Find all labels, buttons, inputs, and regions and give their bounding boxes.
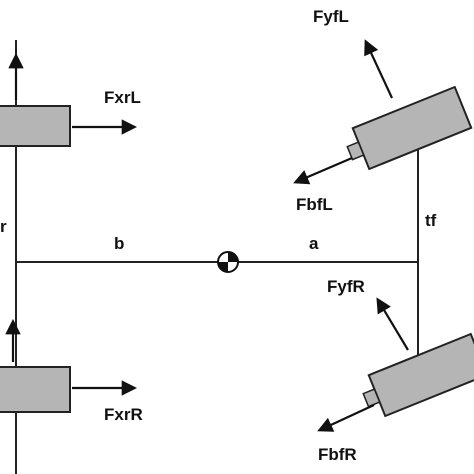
- fyfl-arrow: [364, 39, 393, 99]
- distance-a-label: a: [309, 234, 319, 253]
- rear-track-label-fragment: r: [0, 217, 7, 236]
- fxrl-label: FxrL: [104, 88, 141, 107]
- fbfr-label: FbfR: [318, 445, 357, 464]
- fbfr-arrow: [317, 404, 375, 432]
- fbfl-arrow: [293, 156, 353, 185]
- front-left-tire: [346, 85, 473, 171]
- fyfr-arrow: [376, 297, 409, 351]
- fyfr-label: FyfR: [327, 277, 365, 296]
- rear-right-tire: [0, 366, 71, 413]
- front-track-tf-label: tf: [425, 211, 437, 230]
- front-right-tire: [362, 332, 474, 418]
- fyfl-label: FyfL: [313, 7, 349, 26]
- fbfl-label: FbfL: [296, 195, 333, 214]
- distance-b-label: b: [114, 234, 124, 253]
- rear-left-tire: [0, 105, 71, 147]
- center-of-gravity-icon: [217, 251, 239, 273]
- fxrr-label: FxrR: [104, 405, 143, 424]
